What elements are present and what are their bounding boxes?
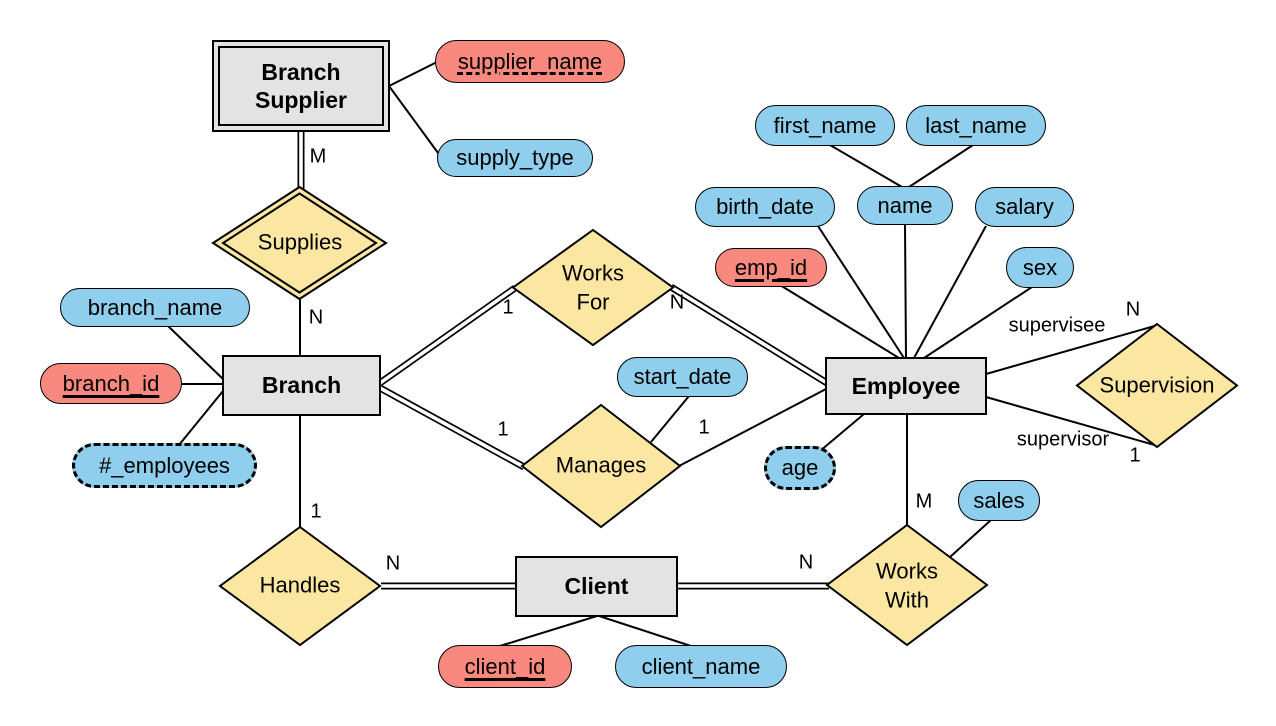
attribute-branch-name-label: branch_name [87,294,223,320]
cardinality-worksfor-employee: N [669,291,685,314]
cardinality-branch-handles: 1 [310,500,322,523]
attribute-sales-label: sales [973,487,1025,513]
connector-birthdate-employee [817,225,905,359]
attribute-name-label: name [877,192,933,218]
entity-branch-supplier: Branch Supplier [212,40,390,132]
connector-employee-supervision-supervisor [985,396,1159,447]
connector-employee-supervision-supervisee [985,324,1159,375]
attribute-start-date: start_date [617,357,748,397]
connector-startdate-manages [650,395,690,443]
relationship-supplies-label: Supplies [257,229,343,255]
role-supervisee: supervisee [1008,314,1106,337]
connector-branch-manages [378,384,526,471]
relationship-manages-shape [520,403,682,529]
attribute-branch-id: branch_id [40,363,182,404]
cardinality-branch-worksfor: 1 [502,296,514,319]
relationship-manages-label: Manages [555,452,647,478]
entity-branch: Branch [222,355,381,416]
relationship-supervision-shape [1075,322,1239,449]
attribute-sex-label: sex [1022,254,1058,280]
attribute-emp-id: emp_id [715,248,827,287]
cardinality-supplies-branch: N [308,306,324,329]
attribute-client-name-label: client_name [641,653,761,679]
cardinality-supervisee: N [1125,298,1141,321]
relationship-worksfor-shape [511,228,675,347]
entity-branch-label: Branch [261,372,342,399]
attribute-num-employees: #_employees [72,443,257,488]
relationship-workswith-label: Works With [876,558,938,612]
attribute-branch-name: branch_name [60,288,250,327]
connector-branchsupplier-supplytype [388,85,442,158]
relationship-workswith-shape [825,523,989,647]
connector-employee-age [819,413,865,452]
connector-worksfor-employee [669,284,829,386]
attribute-sex: sex [1006,247,1074,288]
connector-sales-workswith [949,519,992,558]
attribute-birth-date: birth_date [695,187,835,227]
entity-client-label: Client [564,573,629,600]
attribute-age: age [764,446,836,490]
cardinality-manages-employee: 1 [698,416,710,439]
attribute-client-id: client_id [438,645,572,688]
relationship-supervision-label: Supervision [1099,372,1215,398]
entity-employee: Employee [825,357,987,415]
attribute-last-name-label: last_name [925,112,1027,138]
connector-empid-employee [779,284,900,359]
attribute-first-name-label: first_name [773,112,877,138]
attribute-supply-type: supply_type [437,139,593,177]
cardinality-branchsupplier-supplies: M [309,145,327,168]
connector-branchsupplier-suppliername [388,59,442,87]
connector-sex-employee [923,286,1033,359]
attribute-num-employees-label: #_employees [99,452,230,478]
attribute-salary: salary [975,187,1074,227]
entity-branch-supplier-inner-border: Branch Supplier [218,46,384,126]
entity-client: Client [515,556,678,617]
attribute-start-date-label: start_date [633,364,732,389]
attribute-age-label: age [781,455,819,480]
connector-branch-worksfor [377,285,518,386]
connector-name-employee [904,223,907,359]
connector-manages-employee [678,388,827,467]
connector-branchname-branch [167,325,224,380]
entity-employee-label: Employee [851,372,961,399]
connector-lines [167,59,1159,647]
connector-salary-employee [913,225,987,359]
cardinality-client-workswith: N [798,551,814,574]
attribute-last-name: last_name [906,105,1046,146]
relationship-handles-label: Handles [259,572,341,598]
role-supervisor: supervisor [1016,428,1110,451]
cardinality-handles-client: N [385,552,401,575]
attribute-salary-label: salary [995,194,1054,219]
connector-lastname-name [908,144,974,188]
attribute-supplier-name-label: supplier_name [457,48,603,74]
connector-firstname-name [829,144,903,188]
attribute-sales: sales [958,480,1040,521]
attribute-supplier-name: supplier_name [435,40,625,83]
connector-client-clientname [598,615,692,647]
attribute-birth-date-label: birth_date [716,194,814,219]
relationship-handles-shape [218,525,382,647]
relationship-worksfor-label: Works For [562,260,624,314]
attribute-supply-type-label: supply_type [456,145,574,170]
attribute-client-name: client_name [615,645,787,688]
attribute-client-id-label: client_id [464,653,546,679]
connector-client-clientid [499,615,598,647]
cardinality-employee-workswith: M [915,490,933,513]
entity-branch-supplier-label: Branch Supplier [254,58,347,113]
attribute-name: name [857,186,953,225]
attribute-first-name: first_name [755,105,895,146]
cardinality-branch-manages: 1 [497,418,509,441]
attribute-emp-id-label: emp_id [734,254,808,280]
attribute-branch-id-label: branch_id [62,370,160,396]
cardinality-supervisor: 1 [1129,444,1141,467]
connector-numemployees-branch [178,390,224,446]
relationship-supplies-shape [211,185,388,301]
